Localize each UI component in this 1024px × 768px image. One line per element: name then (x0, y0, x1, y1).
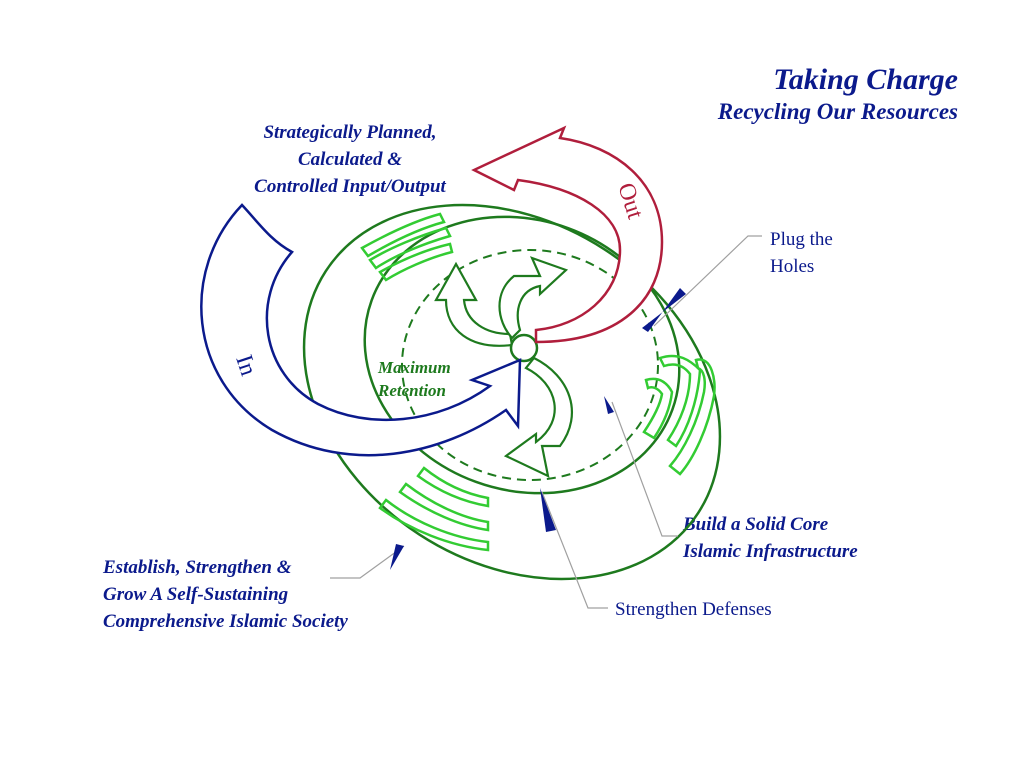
plug-holes-line-1: Plug the (770, 229, 833, 250)
retention-label-line-1: Maximum (377, 358, 451, 377)
establish-line-2: Grow A Self-Sustaining (103, 584, 289, 605)
plug-holes-pointer (642, 288, 686, 332)
callout-pointers (390, 288, 686, 570)
plug-holes-label: Plug the Holes (770, 226, 833, 280)
strengthen-defenses-pointer (540, 488, 556, 532)
retention-arrows (434, 256, 573, 478)
retention-label-line-2: Retention (377, 381, 446, 400)
build-core-pointer (604, 396, 614, 414)
out-arrow (471, 125, 664, 344)
outer-ring (302, 203, 722, 581)
strengthen-defenses-label: Strengthen Defenses (615, 599, 772, 620)
segments-right (642, 354, 716, 476)
input-output-label: Strategically Planned, Calculated & Cont… (225, 119, 475, 200)
establish-label: Establish, Strengthen & Grow A Self-Sust… (103, 554, 348, 635)
establish-pointer (390, 544, 404, 570)
establish-line-3: Comprehensive Islamic Society (103, 611, 348, 632)
page-subtitle: Recycling Our Resources (717, 99, 958, 124)
in-arrow (200, 203, 522, 457)
segments-top-left (360, 212, 454, 282)
input-output-line-2: Calculated & (298, 149, 402, 170)
segments-bottom (378, 466, 490, 552)
title-block: Taking Charge Recycling Our Resources (718, 62, 958, 126)
page-title: Taking Charge (773, 63, 958, 96)
build-core-line-1: Build a Solid Core (683, 514, 829, 535)
input-output-line-1: Strategically Planned, (263, 122, 437, 143)
input-output-line-3: Controlled Input/Output (254, 176, 446, 197)
establish-line-1: Establish, Strengthen & (103, 557, 292, 578)
core-hub (509, 333, 539, 363)
plug-holes-line-2: Holes (770, 256, 815, 277)
callout-lines (330, 235, 762, 609)
core-ring (363, 215, 681, 495)
defense-ring (401, 249, 659, 481)
build-core-label: Build a Solid Core Islamic Infrastructur… (683, 511, 858, 565)
build-core-line-2: Islamic Infrastructure (683, 541, 858, 562)
